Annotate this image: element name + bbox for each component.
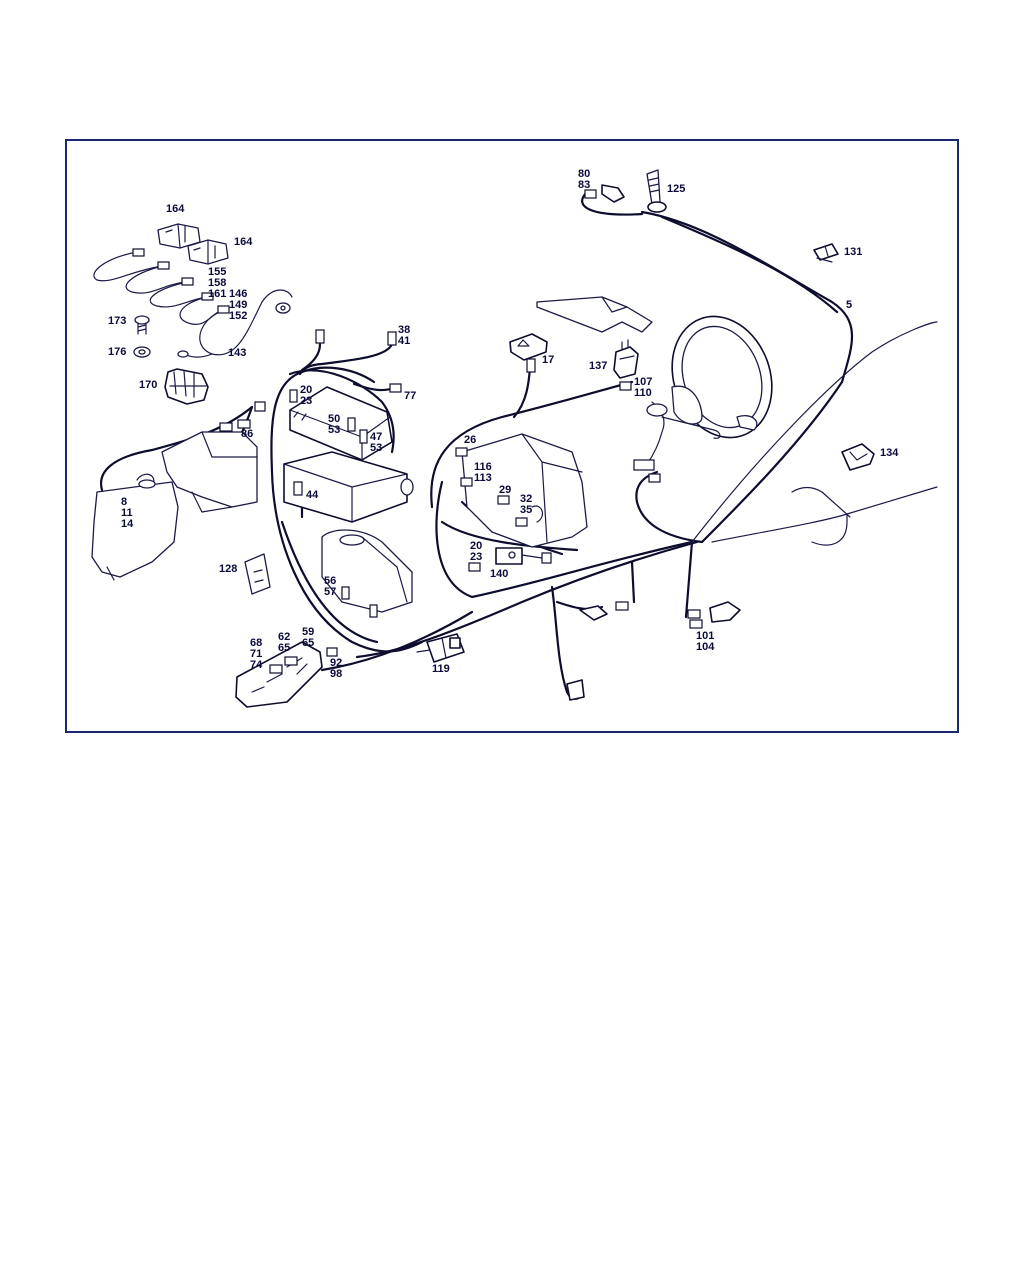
callout-113: 113 <box>474 472 492 484</box>
steering-column <box>536 296 653 333</box>
callout-134: 134 <box>880 447 899 459</box>
callout-8: 8 <box>121 496 127 508</box>
callout-71: 71 <box>250 648 262 660</box>
callout-74: 74 <box>250 659 263 671</box>
callout-137: 137 <box>589 360 607 372</box>
pump-86 <box>161 401 266 513</box>
callout-176: 176 <box>108 346 126 358</box>
callout-143: 143 <box>228 347 246 359</box>
switch-17 <box>509 333 548 361</box>
callout-35: 35 <box>520 504 532 516</box>
clip-131 <box>813 243 839 263</box>
callout-11: 11 <box>121 507 133 519</box>
callout-17: 17 <box>542 354 554 366</box>
callout-23b: 23 <box>470 551 482 563</box>
relay-box-68 <box>235 641 323 708</box>
callout-53b: 53 <box>370 442 382 454</box>
callout-152: 152 <box>229 310 247 322</box>
callout-101: 101 <box>696 630 714 642</box>
connector-80 <box>584 184 625 203</box>
connector-119 <box>416 633 465 663</box>
callout-59: 59 <box>302 626 314 638</box>
bracket-170 <box>164 368 209 405</box>
callout-14: 14 <box>121 518 134 530</box>
callout-26: 26 <box>464 434 476 446</box>
callout-5: 5 <box>846 299 852 311</box>
callout-158: 158 <box>208 277 226 289</box>
floor-cable <box>550 585 629 701</box>
callout-125: 125 <box>667 183 685 195</box>
callout-161: 161 <box>208 288 226 300</box>
callout-23a: 23 <box>300 395 312 407</box>
diagram-artwork: 80 83 125 164 164 131 155 158 161 146 14… <box>91 168 938 708</box>
callout-32: 32 <box>520 493 532 505</box>
callout-38: 38 <box>398 324 410 336</box>
callout-170: 170 <box>139 379 157 391</box>
combination-switch <box>633 401 721 471</box>
callout-44: 44 <box>306 489 319 501</box>
callout-140: 140 <box>490 568 508 580</box>
callout-65a: 65 <box>302 637 314 649</box>
harness-tags <box>289 329 661 657</box>
washer-176 <box>133 346 151 358</box>
callout-110: 110 <box>634 387 652 399</box>
callout-92: 92 <box>330 657 342 669</box>
heater-unit <box>461 433 588 548</box>
callout-65b: 65 <box>278 642 290 654</box>
callout-104: 104 <box>696 641 715 653</box>
callout-62: 62 <box>278 631 290 643</box>
callout-80: 80 <box>578 168 590 180</box>
callout-164a: 164 <box>166 203 185 215</box>
speaker-cable <box>93 248 293 358</box>
callout-86: 86 <box>241 428 253 440</box>
callout-50: 50 <box>328 413 340 425</box>
callout-47: 47 <box>370 431 382 443</box>
callout-164b: 164 <box>234 236 253 248</box>
switch-137 <box>613 339 639 379</box>
switch-140 <box>495 547 552 565</box>
callout-41: 41 <box>398 335 410 347</box>
socket-134 <box>841 443 875 471</box>
callout-149: 149 <box>229 299 247 311</box>
callout-119: 119 <box>432 663 450 675</box>
callout-131: 131 <box>844 246 862 258</box>
washer-reservoir <box>91 473 179 581</box>
callout-173: 173 <box>108 315 126 327</box>
clip-128 <box>244 553 271 595</box>
callout-128: 128 <box>219 563 237 575</box>
callout-29: 29 <box>499 484 511 496</box>
callout-98: 98 <box>330 668 342 680</box>
callout-146: 146 <box>229 288 247 300</box>
callout-56: 56 <box>324 575 336 587</box>
dashboard-outline <box>691 321 938 546</box>
callout-77: 77 <box>404 390 416 402</box>
callout-labels: 80 83 125 164 164 131 155 158 161 146 14… <box>108 168 899 680</box>
connector-101 <box>687 601 741 629</box>
callout-155: 155 <box>208 266 226 278</box>
callout-57: 57 <box>324 586 336 598</box>
blower-56 <box>321 529 413 613</box>
connector-164 <box>157 223 229 265</box>
callout-20b: 20 <box>470 540 482 552</box>
callout-20a: 20 <box>300 384 312 396</box>
steering-wheel <box>671 315 773 439</box>
callout-68: 68 <box>250 637 262 649</box>
control-unit-44 <box>283 451 414 523</box>
callout-107: 107 <box>634 376 652 388</box>
callout-53a: 53 <box>328 424 340 436</box>
callout-83: 83 <box>578 179 590 191</box>
wiring-harness-diagram: 80 83 125 164 164 131 155 158 161 146 14… <box>65 139 959 733</box>
bulb-125 <box>646 169 667 213</box>
callout-116: 116 <box>474 461 492 473</box>
screw-173 <box>134 315 150 335</box>
